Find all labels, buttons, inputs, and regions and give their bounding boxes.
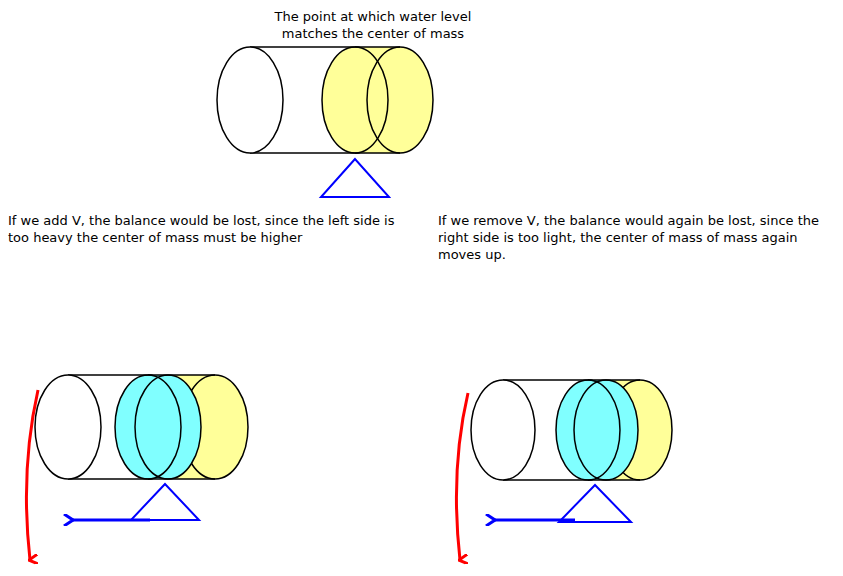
note-text: If we add V, the balance would be lost, … [8,212,418,246]
top-cylinder [217,47,433,153]
tilt-arrow [456,393,468,560]
shift-arrow [72,519,150,522]
fulcrum [131,484,199,520]
heading-note: The point at which water level matches t… [258,8,488,42]
tilt-arrow [26,390,38,560]
left-cylinder [35,375,248,479]
note-text: If we remove V, the balance would again … [438,212,836,263]
shift-arrow [494,519,575,522]
fulcrum [559,485,631,522]
right-cylinder [471,380,672,480]
fulcrum [321,159,389,197]
